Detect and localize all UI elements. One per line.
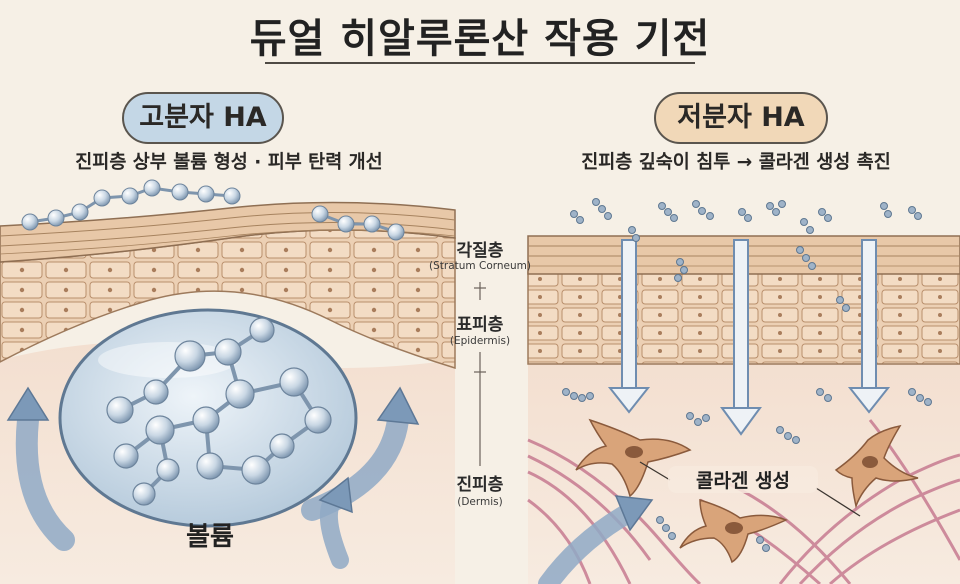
penetration-arrow-2 (720, 239, 762, 436)
layer-epidermis-latin: (Epidermis) (449, 335, 511, 347)
fibroblast-3 (834, 424, 919, 509)
penetration-arrow-3 (847, 239, 891, 414)
layer-guide-lines (474, 282, 486, 466)
fibroblast-1 (575, 418, 692, 498)
collagen-generation-label: 콜라겐 생성 (668, 466, 818, 493)
page-title: 듀얼 히알루론산 작용 기전 (249, 16, 711, 62)
low-mw-ha-caption: 진피층 깊숙이 침투 → 콜라겐 생성 촉진 (581, 152, 891, 173)
surface-molecule-chain-right (311, 205, 405, 241)
collagen-boost-arrow (538, 502, 640, 584)
title-underline (265, 62, 695, 64)
high-mw-ha-label: 고분자 HA (122, 92, 284, 144)
layer-dermis-name: 진피층 (456, 475, 504, 495)
penetration-arrow-1 (607, 239, 651, 414)
layer-stratum-corneum-latin: (Stratum Corneum) (429, 260, 531, 272)
surface-molecule-chain-left (21, 179, 241, 231)
high-mw-ha-caption: 진피층 상부 볼륨 형성 · 피부 탄력 개선 (75, 152, 383, 173)
blob-molecule-spheres (106, 317, 332, 506)
penetration-arrows (607, 239, 891, 436)
layer-stratum-corneum-name: 각질층 (456, 241, 504, 261)
lift-arrow-left (15, 409, 75, 551)
low-mw-ha-label: 저분자 HA (654, 92, 828, 144)
right-panel (527, 198, 960, 584)
layer-epidermis-name: 표피층 (456, 315, 504, 335)
volume-label: 볼륨 (186, 522, 234, 552)
small-ha-molecules (562, 198, 932, 552)
layer-dermis-latin: (Dermis) (457, 496, 503, 508)
left-panel (0, 179, 456, 584)
